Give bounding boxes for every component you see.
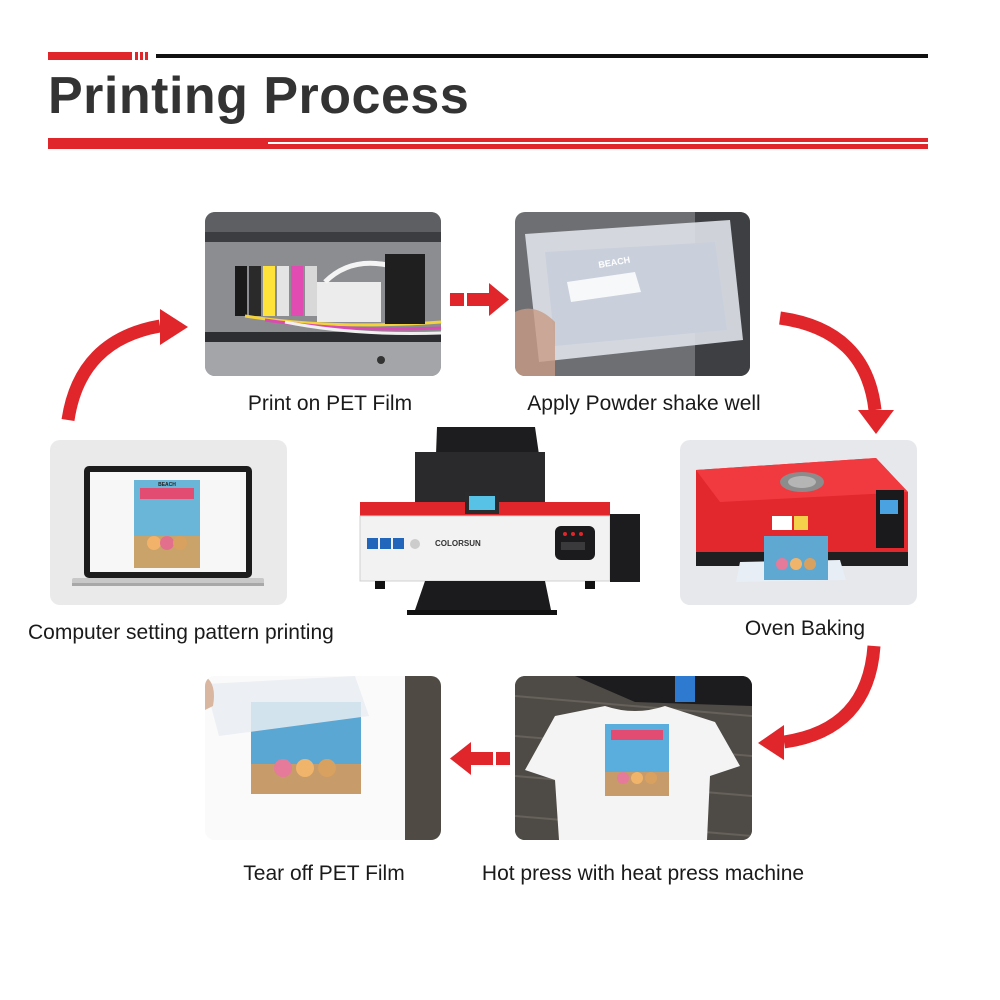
header-stripe <box>140 52 143 60</box>
arrow-right-icon <box>450 283 509 316</box>
step-label-hot-press: Hot press with heat press machine <box>481 862 805 885</box>
curved-arrow-up-right-icon <box>61 309 188 422</box>
arrow-left-icon <box>450 742 510 775</box>
step-image-computer: BEACH <box>50 440 287 605</box>
step-image-tear-film <box>205 676 441 840</box>
header-top-black-line <box>156 54 928 58</box>
header-top-red-bar <box>48 52 132 60</box>
svg-text:BEACH: BEACH <box>158 482 176 488</box>
step-label-computer: Computer setting pattern printing <box>28 621 334 644</box>
header-stripe <box>135 52 138 60</box>
tear-film-icon <box>205 676 441 840</box>
header-stripe <box>145 52 148 60</box>
heat-press-icon <box>515 676 752 840</box>
curved-arrow-down-icon <box>779 311 894 434</box>
laptop-icon: BEACH <box>72 466 264 586</box>
center-printer-image: COLORSUN <box>355 422 645 627</box>
page-title: Printing Process <box>48 67 470 125</box>
step-image-heat-press <box>515 676 752 840</box>
step-label-oven-baking: Oven Baking <box>744 617 866 640</box>
powder-film-icon: BEACH <box>515 212 750 376</box>
printhead-icon <box>205 212 441 376</box>
dtf-printer-icon: COLORSUN <box>359 427 640 615</box>
header-bottom-gap-line <box>268 142 928 144</box>
step-image-oven <box>680 440 917 605</box>
step-label-apply-powder: Apply Powder shake well <box>527 392 761 415</box>
oven-icon <box>696 458 908 582</box>
svg-text:COLORSUN: COLORSUN <box>435 539 481 548</box>
step-image-printhead <box>205 212 441 376</box>
step-label-print-film: Print on PET Film <box>247 392 413 415</box>
step-image-powder: BEACH <box>515 212 750 376</box>
step-label-tear-film: Tear off PET Film <box>243 862 405 885</box>
curved-arrow-down-left-icon <box>758 645 881 760</box>
